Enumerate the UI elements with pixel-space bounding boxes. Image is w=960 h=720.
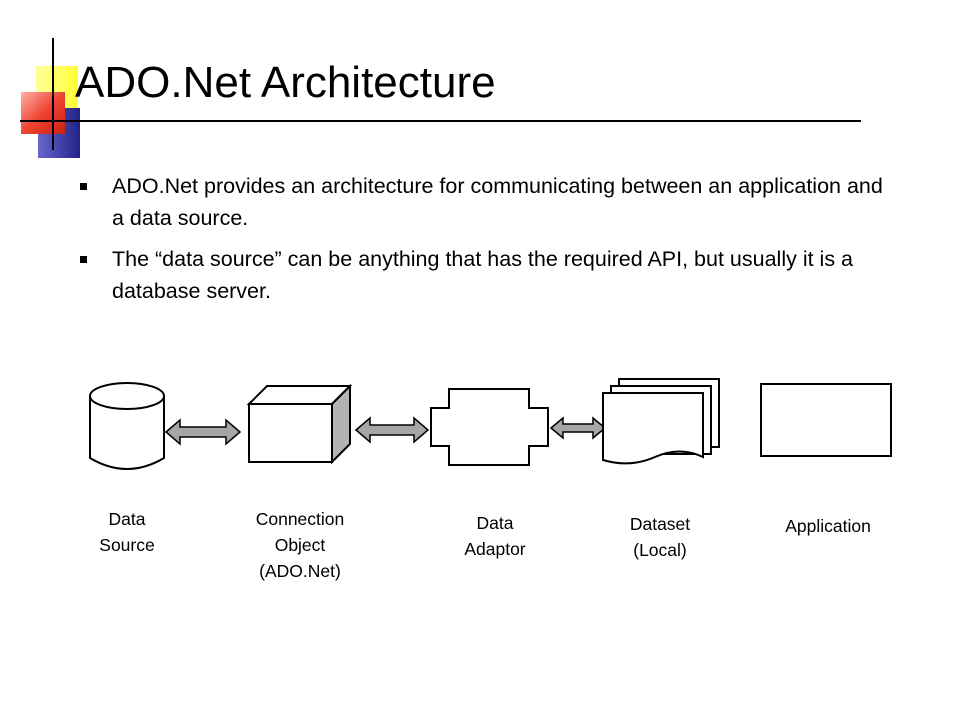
title-underline [53, 120, 861, 122]
bullet-item: ADO.Net provides an architecture for com… [76, 170, 896, 234]
application-box [760, 383, 892, 457]
double-arrow-icon [164, 418, 242, 446]
square-bullet-icon [80, 256, 87, 263]
square-bullet-icon [80, 183, 87, 190]
label-data-source: Data Source [99, 509, 155, 555]
label-dataset: Dataset (Local) [629, 514, 691, 560]
slide-corner-decoration [20, 38, 90, 158]
double-arrow-icon [354, 416, 430, 444]
architecture-diagram [89, 378, 892, 470]
connection-cube-icon [246, 383, 353, 465]
label-application: Application [785, 516, 871, 536]
bullet-item: The “data source” can be anything that h… [76, 243, 896, 307]
label-data-adaptor: Data Adaptor [464, 513, 526, 559]
bullet-list: ADO.Net provides an architecture for com… [76, 170, 896, 316]
slide-title: ADO.Net Architecture [75, 58, 496, 107]
data-adaptor-shape [430, 388, 549, 466]
bullet-text: The “data source” can be anything that h… [112, 247, 853, 303]
double-arrow-icon [549, 416, 607, 440]
label-connection-object: Connection Object (ADO.Net) [255, 509, 345, 581]
red-square [21, 92, 65, 134]
bullet-text: ADO.Net provides an architecture for com… [112, 174, 883, 230]
dataset-documents-icon [602, 378, 720, 465]
database-cylinder-icon [89, 382, 165, 470]
